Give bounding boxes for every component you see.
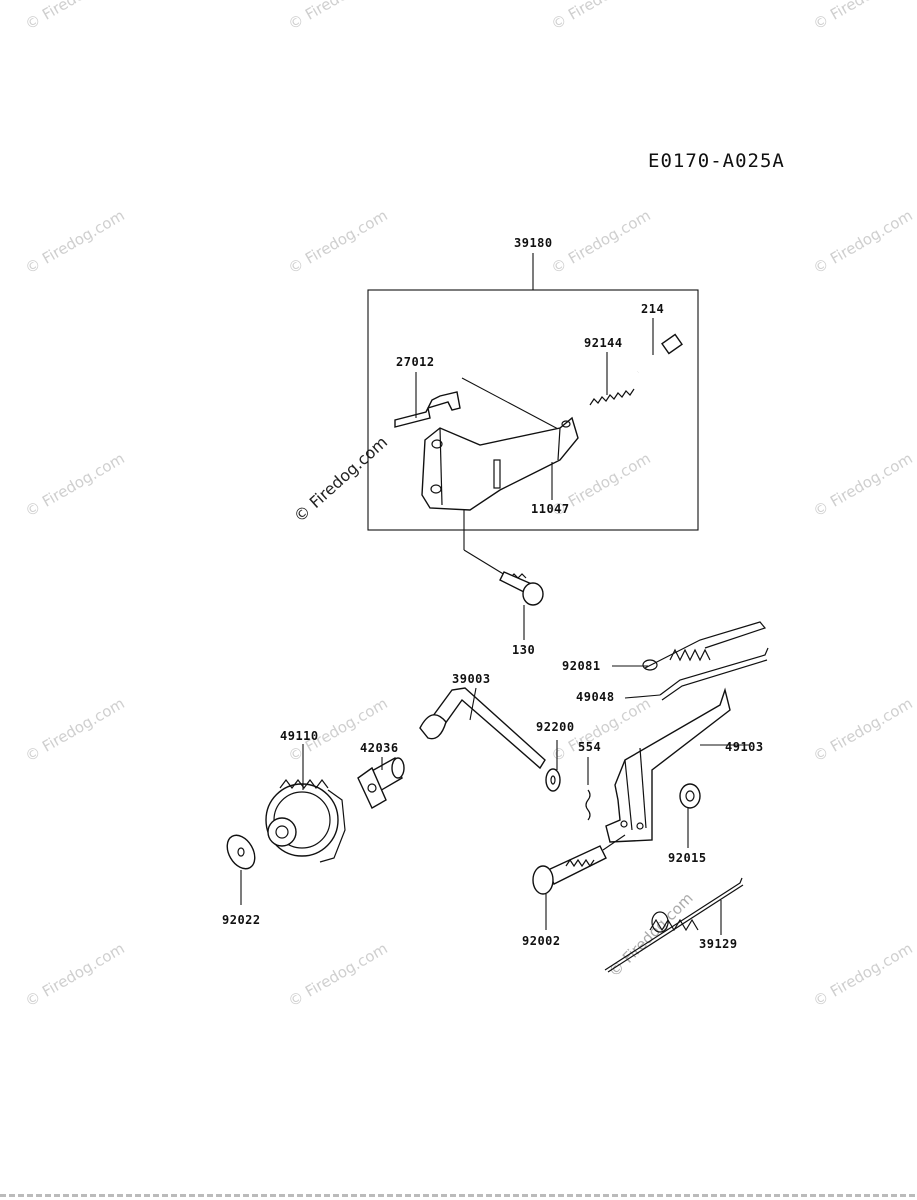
nut-92015-icon <box>679 783 701 809</box>
drawing-code: E0170-A025A <box>648 150 785 172</box>
part-number-92144: 92144 <box>584 336 623 350</box>
part-number-130: 130 <box>512 643 536 657</box>
bolt-214-icon <box>636 333 683 374</box>
collar-42036-icon <box>357 756 405 809</box>
part-number-92200: 92200 <box>536 720 575 734</box>
part-number-92081: 92081 <box>562 659 601 673</box>
rod-49048-icon <box>659 647 769 701</box>
bracket-11047-icon <box>421 416 579 511</box>
leader-130-b <box>463 549 506 576</box>
part-number-92022: 92022 <box>222 913 261 927</box>
spring-92081-icon <box>642 621 767 671</box>
part-number-42036: 42036 <box>360 741 399 755</box>
clip-554-icon <box>585 789 591 821</box>
washer-92200-icon <box>545 768 561 792</box>
part-number-11047: 11047 <box>531 502 570 516</box>
bolt-92002-icon <box>532 845 607 895</box>
washer-92022-icon <box>226 834 256 870</box>
part-number-92015: 92015 <box>668 851 707 865</box>
part-number-39180: 39180 <box>514 236 553 250</box>
spring-92144-icon <box>589 388 635 406</box>
link-27012-icon <box>394 391 461 428</box>
arm-49103-icon <box>605 687 731 843</box>
leader-49048 <box>624 694 661 699</box>
part-number-554: 554 <box>578 740 602 754</box>
assembly-box <box>367 289 699 531</box>
part-number-49048: 49048 <box>576 690 615 704</box>
part-number-49110: 49110 <box>280 729 319 743</box>
part-number-214: 214 <box>641 302 665 316</box>
part-number-49103: 49103 <box>725 740 764 754</box>
part-number-92002: 92002 <box>522 934 561 948</box>
gear-49110-icon <box>265 779 346 863</box>
leader-92002-arrow <box>602 834 626 851</box>
leader-27012-b <box>461 377 561 431</box>
part-number-27012: 27012 <box>396 355 435 369</box>
page-edge <box>0 1194 917 1197</box>
leader-39003 <box>469 687 477 721</box>
spring-39129-icon <box>604 877 744 973</box>
lever-shaft-39003-icon <box>419 687 546 770</box>
part-number-39003: 39003 <box>452 672 491 686</box>
part-number-39129: 39129 <box>699 937 738 951</box>
bolt-130-icon <box>499 571 544 606</box>
